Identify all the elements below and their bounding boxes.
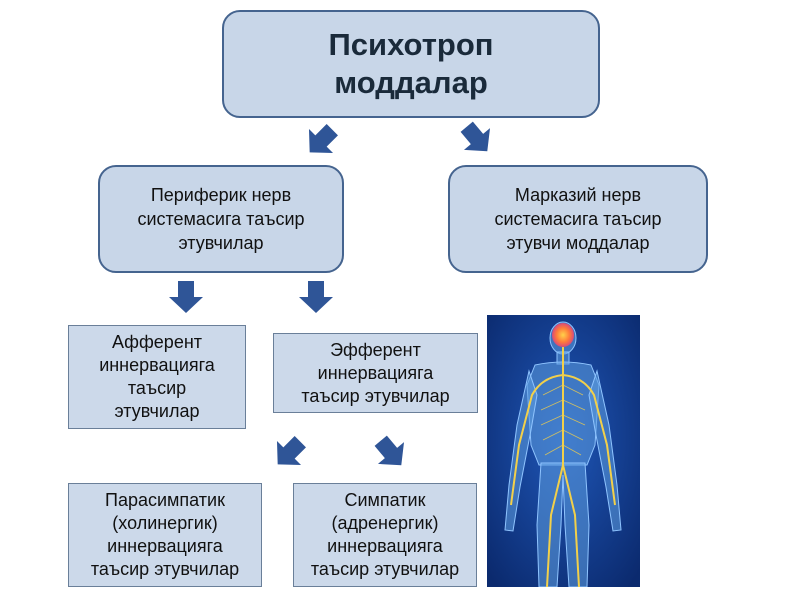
arrow-efferent-to-parasympathetic xyxy=(265,429,313,477)
arrow-efferent-to-sympathetic xyxy=(367,429,415,477)
peripheral-nervous-system-box: Периферик нерв системасига таъсир этувчи… xyxy=(98,165,344,273)
central-nervous-system-box: Марказий нерв системасига таъсир этувчи … xyxy=(448,165,708,273)
sympathetic-box: Симпатик (адренергик) иннервацияга таъси… xyxy=(293,483,477,587)
arrow-title-to-central xyxy=(453,115,501,163)
title-box: Психотроп моддалар xyxy=(222,10,600,118)
nervous-system-image xyxy=(487,315,640,587)
arrow-peripheral-to-efferent xyxy=(299,281,333,313)
parasympathetic-box: Парасимпатик (холинергик) иннервацияга т… xyxy=(68,483,262,587)
arrow-title-to-peripheral xyxy=(297,117,345,165)
efferent-innervation-box: Эфферент иннервацияга таъсир этувчилар xyxy=(273,333,478,413)
arrow-peripheral-to-afferent xyxy=(169,281,203,313)
afferent-innervation-box: Афферент иннервацияга таъсир этувчилар xyxy=(68,325,246,429)
